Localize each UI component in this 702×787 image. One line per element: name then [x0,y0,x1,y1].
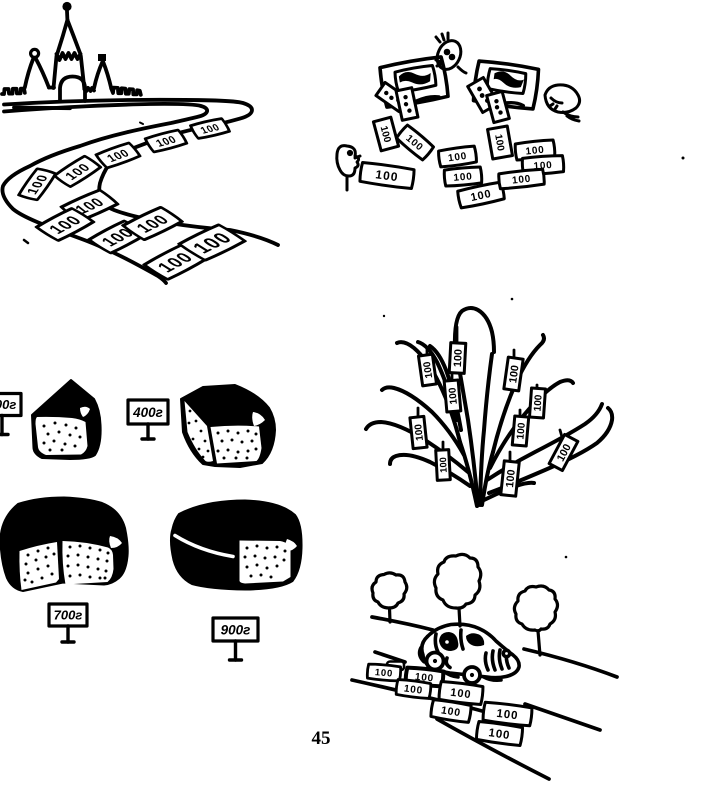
svg-text:100: 100 [447,387,459,405]
svg-text:100: 100 [440,704,462,719]
svg-text:100: 100 [496,708,519,723]
svg-text:100: 100 [515,422,527,440]
svg-text:100: 100 [453,171,473,184]
svg-text:100: 100 [488,727,511,742]
svg-text:100: 100 [447,151,467,165]
svg-text:100: 100 [422,360,435,379]
svg-text:100: 100 [413,423,426,441]
svg-text:100: 100 [199,123,222,137]
svg-text:100: 100 [504,469,518,488]
svg-text:45: 45 [312,728,331,749]
svg-text:400г: 400г [132,405,163,420]
svg-text:100: 100 [470,188,493,204]
svg-text:100: 100 [375,167,400,184]
svg-text:100: 100 [512,174,532,187]
svg-text:400г: 400г [0,397,16,412]
svg-text:100: 100 [533,394,545,412]
svg-text:100: 100 [154,134,179,149]
svg-text:100: 100 [525,145,545,158]
svg-text:100: 100 [492,134,506,153]
svg-text:100: 100 [378,125,393,144]
svg-text:100: 100 [450,687,472,701]
svg-text:100: 100 [452,349,465,368]
svg-text:900г: 900г [221,622,251,637]
svg-text:100: 100 [437,457,449,473]
svg-text:100: 100 [403,683,423,696]
svg-text:100: 100 [374,667,393,680]
svg-text:100: 100 [507,364,521,384]
svg-text:700г: 700г [54,608,83,623]
